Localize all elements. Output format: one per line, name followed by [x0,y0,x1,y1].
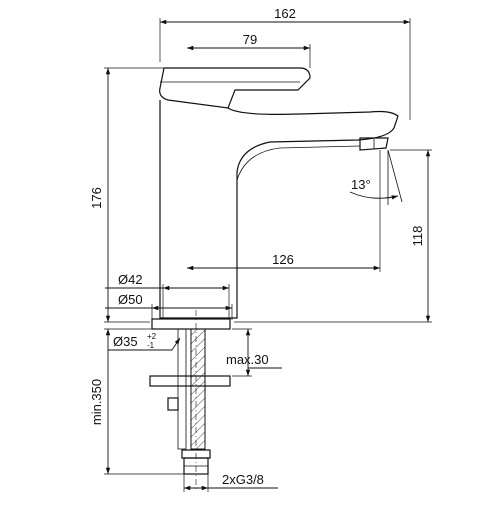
dim-126-label: 126 [272,252,294,267]
dim-spout-height: 118 [234,149,432,323]
dim-35-tol-plus: +2 [147,332,157,341]
deck-plate [151,318,231,330]
body-spout-outline [159,100,399,319]
under-deck-assembly [149,310,231,490]
dim-base-50: Ø50 [105,292,233,320]
dim-79-label: 79 [243,32,257,47]
dim-lever-width: 79 [187,32,311,68]
dim-162-label: 162 [274,6,296,21]
lever-handle [159,67,311,109]
dim-max-deck: max.30 [226,328,282,377]
spout-inner-line [236,145,361,181]
dim-42-label: Ø42 [118,272,143,287]
dim-176-label: 176 [89,187,104,209]
dim-hose-length: min.350 [89,328,184,475]
clamp-bar [149,375,231,387]
aerator [359,137,389,151]
dim-35-tol-minus: -1 [147,341,155,350]
dim-base-42: Ø42 [105,272,230,318]
dim-hole-35: Ø35 +2 -1 [108,332,181,351]
dim-total-height: 176 [89,67,164,323]
threaded-rod [177,328,187,450]
dim-35-label: Ø35 [113,334,138,349]
dim-50-label: Ø50 [118,292,143,307]
fixing-nut [167,397,179,411]
dim-connection-label: 2xG3/8 [222,472,264,487]
dim-spout-angle: 13° [349,149,403,205]
dim-350-label: min.350 [89,379,104,425]
dim-118-label: 118 [410,226,425,247]
dim-angle-label: 13° [351,177,371,192]
faucet-body [159,67,399,319]
dim-spout-reach: 126 [187,150,381,272]
dim-total-width: 162 [159,6,411,120]
braided-hose [190,328,206,450]
dim-max30-label: max.30 [226,352,269,367]
dim-connection: 2xG3/8 [183,472,278,492]
